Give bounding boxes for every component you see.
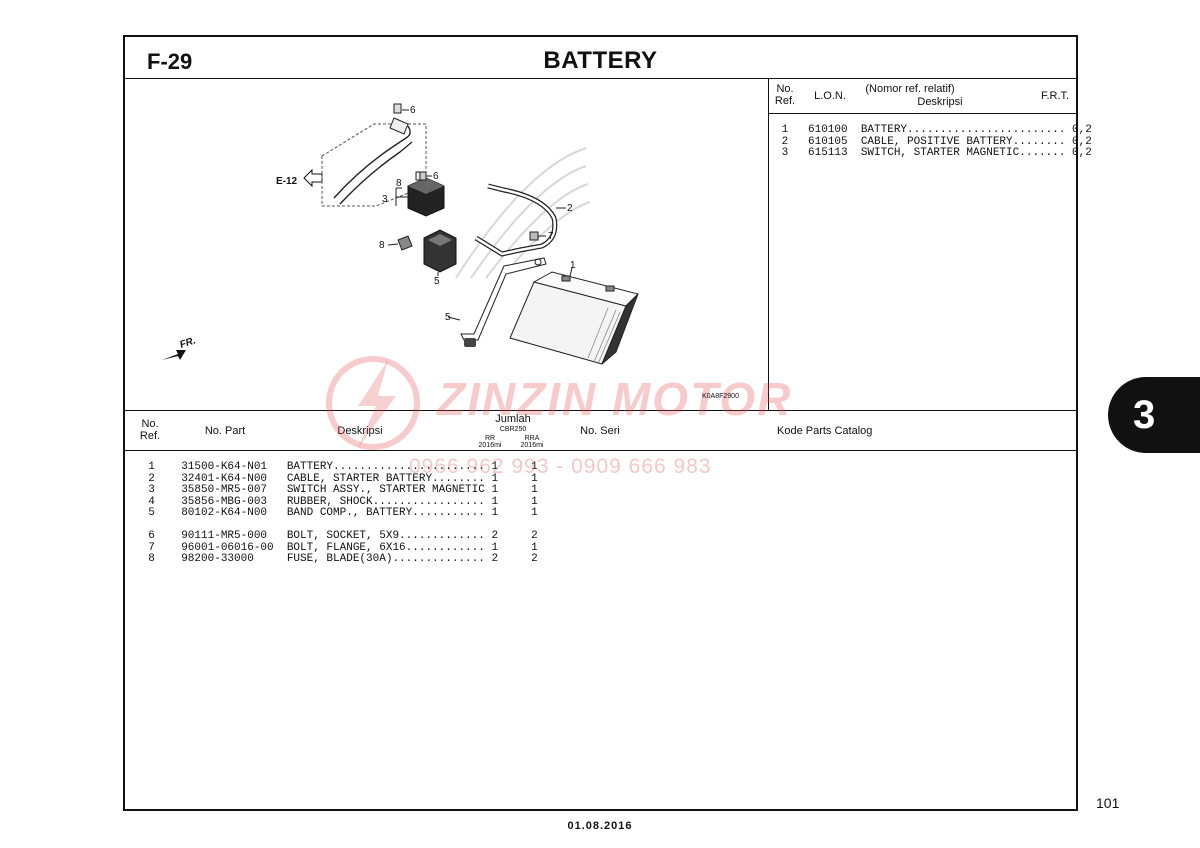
lon-header-no-ref: No. Ref. — [774, 83, 796, 107]
page-frame: F-29 BATTERY No. Ref. L.O.N. (Nomor ref.… — [123, 35, 1092, 811]
svg-text:6: 6 — [410, 105, 416, 116]
e12-arrow-icon — [303, 168, 323, 188]
fuse-blade: 8 — [379, 235, 413, 251]
page-number: 101 — [1096, 795, 1120, 811]
svg-text:8: 8 — [379, 240, 385, 251]
svg-text:2: 2 — [567, 203, 573, 214]
front-direction-arrow-icon: FR. — [162, 335, 197, 360]
parts-header-no-part: No. Part — [204, 425, 246, 437]
title-divider — [125, 78, 1076, 79]
svg-text:8: 8 — [396, 178, 402, 189]
section-tab: 3 — [1108, 377, 1200, 453]
starter-magnetic-switch: 3 8 — [382, 171, 445, 217]
bolt-6-switch: 6 — [419, 171, 439, 182]
lon-header-lon: L.O.N. — [814, 90, 846, 102]
diagram-divider — [768, 78, 769, 410]
bolt-flange-7: 7 — [529, 231, 554, 242]
parts-header-deskripsi: Deskripsi — [337, 425, 383, 437]
diagram-bottom-divider — [125, 410, 1076, 411]
parts-header-no-seri: No. Seri — [580, 425, 620, 437]
parts-header-rr-year: 2016mi — [478, 442, 502, 449]
svg-text:1: 1 — [570, 260, 576, 271]
rubber-shock: 5 — [423, 229, 457, 287]
parts-header-no-ref: No. Ref. — [139, 418, 161, 442]
parts-header-rra: RRA — [524, 435, 540, 442]
parts-header-divider — [125, 450, 1076, 451]
battery-parts-diagram: E-12 6 3 8 6 5 8 2 — [162, 103, 739, 400]
parts-header-model: CBR250 — [499, 426, 527, 433]
bolt-6-top: 6 — [393, 103, 416, 116]
watermark-logo — [326, 356, 420, 450]
parts-table-rows: 1 31500-K64-N01 BATTERY.................… — [148, 461, 538, 565]
frame-tube — [333, 125, 411, 199]
svg-text:5: 5 — [434, 276, 440, 287]
lon-header-nomor: (Nomor ref. relatif) — [865, 83, 955, 95]
lon-header-deskripsi: Deskripsi — [917, 96, 963, 108]
e12-label: E-12 — [276, 176, 298, 187]
parts-header-jumlah: Jumlah — [495, 413, 531, 425]
page-title: BATTERY — [543, 47, 658, 74]
svg-text:6: 6 — [433, 171, 439, 182]
diagram-ref-code: K0A8F2900 — [702, 393, 739, 400]
battery: 1 — [509, 260, 639, 365]
starter-battery-cable: 2 — [474, 183, 573, 257]
watermark-brand: ZINZIN MOTOR — [437, 373, 793, 425]
parts-header-kode: Kode Parts Catalog — [777, 425, 873, 437]
lon-table-rows: 1 610100 BATTERY........................… — [781, 124, 1092, 159]
svg-text:3: 3 — [382, 194, 388, 205]
svg-text:5: 5 — [445, 312, 451, 323]
battery-band: 5 — [445, 257, 547, 347]
svg-text:7: 7 — [548, 231, 554, 242]
parts-header-rr: RR — [484, 435, 496, 442]
lon-header-frt: F.R.T. — [1040, 90, 1070, 102]
print-date: 01.08.2016 — [567, 820, 633, 832]
figure-code: F-29 — [147, 49, 193, 74]
lon-header-divider — [768, 113, 1076, 114]
parts-header-rra-year: 2016mi — [520, 442, 544, 449]
watermark-phone: 0966 962 993 - 0909 666 983 — [409, 455, 712, 478]
svg-text:FR.: FR. — [179, 335, 198, 350]
